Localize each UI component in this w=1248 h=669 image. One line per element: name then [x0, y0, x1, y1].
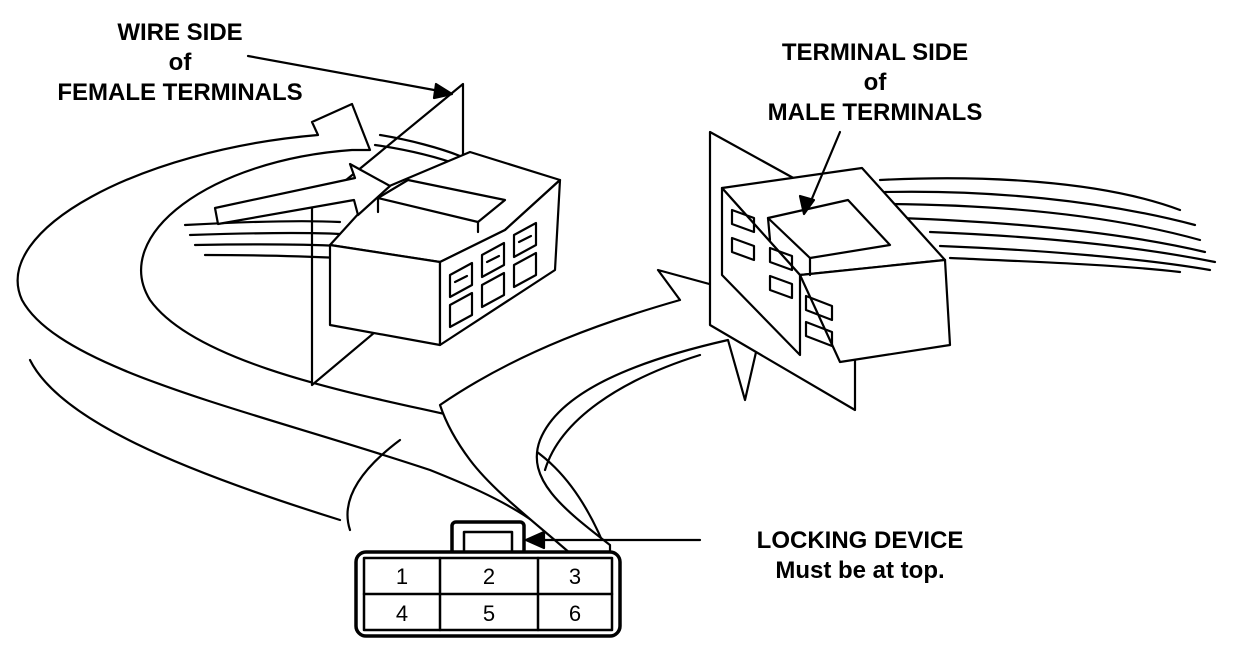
terminal-side-label-line3: MALE TERMINALS: [767, 99, 983, 126]
male-body-front: [798, 258, 952, 364]
wire-side-label: WIRE SIDE of FEMALE TERMINALS: [20, 18, 340, 108]
pin-4: 4: [396, 601, 408, 626]
locking-device-label: LOCKING DEVICE Must be at top.: [720, 526, 1000, 586]
pin-3: 3: [569, 564, 581, 589]
pin-5: 5: [483, 601, 495, 626]
female-body-side: [438, 178, 562, 347]
terminal-side-leader: [806, 130, 842, 210]
left-arrow-inner-stroke: [28, 358, 342, 522]
terminal-side-label-line1: TERMINAL SIDE: [781, 39, 969, 66]
male-body-left: [720, 186, 802, 357]
terminal-side-label-line2: of: [863, 69, 887, 96]
pin-2: 2: [483, 564, 495, 589]
locking-device-label-line1: LOCKING DEVICE: [756, 527, 964, 554]
locking-device-label-line2: Must be at top.: [775, 557, 945, 584]
pin-1: 1: [396, 564, 408, 589]
male-slots: [730, 208, 834, 348]
wire-side-label-line3: FEMALE TERMINALS: [57, 79, 303, 106]
left-curved-arrow: [16, 102, 612, 592]
terminal-side-label: TERMINAL SIDE of MALE TERMINALS: [720, 38, 1030, 128]
right-arrow-inner-stroke: [543, 353, 702, 472]
female-latch: [376, 178, 507, 224]
wire-side-label-line1: WIRE SIDE: [117, 19, 243, 46]
terminal-side-leader-head: [798, 194, 816, 216]
right-curved-arrow: [438, 268, 770, 592]
pin-6: 6: [569, 601, 581, 626]
left-arrow-fold: [346, 438, 402, 532]
locking-leader-head: [524, 530, 546, 550]
female-cavities: [448, 221, 538, 329]
wire-side-label-line2: of: [168, 49, 192, 76]
wire-side-leader: [246, 54, 447, 94]
wire-side-leader-head: [432, 82, 454, 100]
male-wires: [878, 177, 1217, 274]
female-insert-arrow: [213, 162, 392, 226]
male-latch: [766, 198, 892, 260]
pinout-face: [354, 520, 622, 638]
